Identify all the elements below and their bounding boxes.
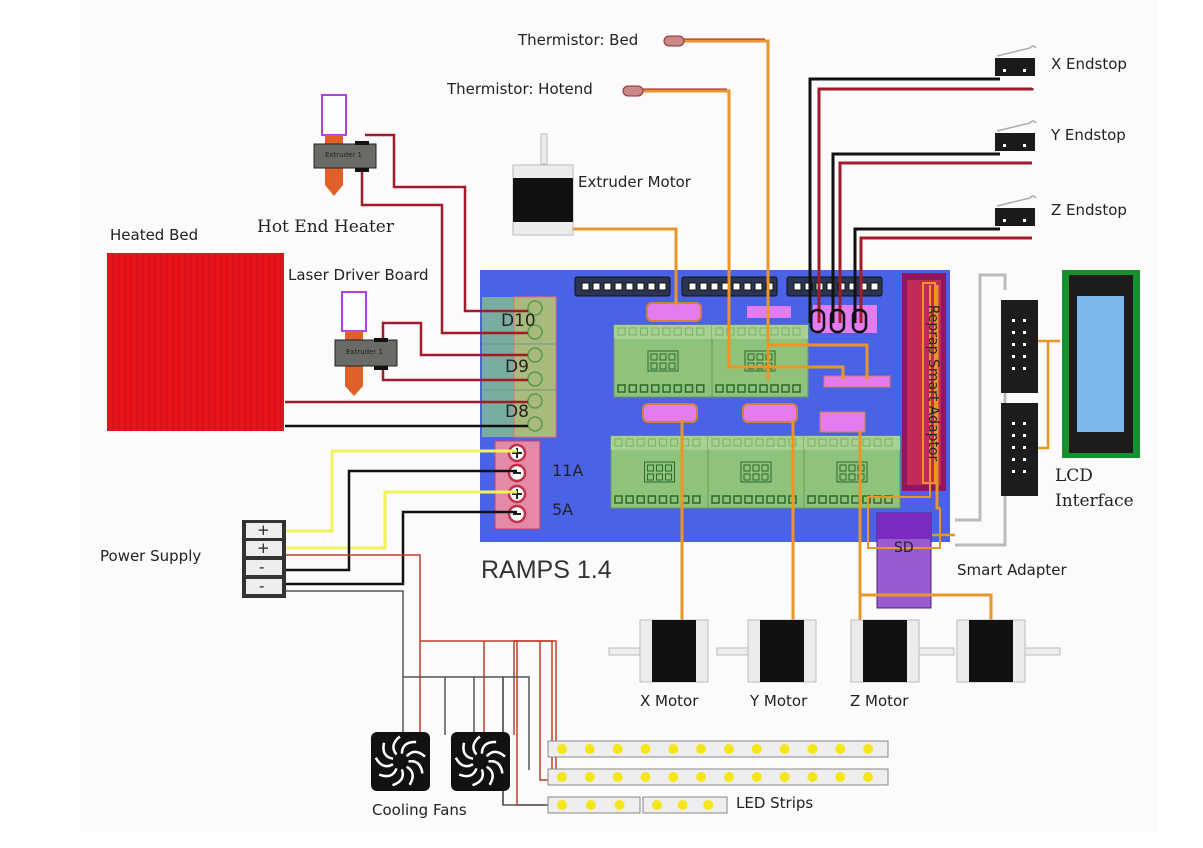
output-label-d9: D9	[505, 357, 529, 377]
led-strip	[547, 740, 889, 758]
power-input-label-5a: 5A	[552, 500, 574, 519]
led-strip	[547, 768, 889, 786]
power-input-label-11a: 11A	[552, 461, 584, 480]
label-laser-driver-board: Laser Driver Board	[288, 266, 429, 284]
board-title: RAMPS 1.4	[481, 556, 612, 584]
label-hot-end-heater: Hot End Heater	[257, 217, 394, 237]
label-reprap-smart-adaptor: Reprap Smart Adaptor	[925, 304, 941, 462]
power-input-terminal	[494, 440, 541, 530]
label-x-endstop: X Endstop	[1051, 55, 1127, 73]
label-z-motor: Z Motor	[850, 692, 909, 710]
label-power-supply: Power Supply	[100, 547, 202, 565]
label-y-motor: Y Motor	[750, 692, 808, 710]
label-lcd-interface-2: Interface	[1055, 491, 1134, 511]
ps-terminal-2: +	[257, 539, 270, 557]
output-terminal-block	[482, 296, 557, 438]
motor-headers	[642, 302, 798, 423]
power-supply	[242, 520, 286, 598]
extruder-motor	[512, 133, 574, 236]
label-heated-bed: Heated Bed	[110, 226, 199, 244]
lcd-display	[1062, 270, 1140, 458]
reprap-smart-adaptor	[902, 273, 946, 491]
endstop-plugs	[809, 308, 868, 334]
thermistor-hotend-probe	[622, 85, 644, 97]
hot-end-chip-label: Extruder 1	[325, 151, 362, 159]
ps-terminal-3: -	[259, 558, 265, 576]
label-smart-adapter: Smart Adapter	[957, 561, 1067, 579]
endstop-switch	[995, 58, 1035, 76]
output-label-d8: D8	[505, 402, 529, 422]
laser-module	[334, 291, 398, 396]
aux-header	[819, 411, 866, 433]
label-y-endstop: Y Endstop	[1051, 126, 1126, 144]
label-lcd-interface-1: LCD	[1055, 466, 1093, 486]
led-strips	[547, 740, 889, 814]
endstop-switch	[995, 208, 1035, 226]
ps-terminal-4: -	[259, 577, 265, 595]
endstop-switch	[995, 133, 1035, 151]
label-cooling-fans: Cooling Fans	[372, 801, 467, 819]
sd-card	[876, 512, 932, 609]
laser-chip-label: Extruder 1	[346, 348, 383, 356]
cooling-fans	[371, 732, 510, 791]
hot-end	[313, 94, 377, 196]
ps-terminal-1: +	[257, 521, 270, 539]
smart-adapter-connectors	[1001, 300, 1038, 496]
stepper-motors	[608, 619, 1061, 683]
label-z-endstop: Z Endstop	[1051, 201, 1127, 219]
label-x-motor: X Motor	[640, 692, 699, 710]
heated-bed	[107, 253, 284, 431]
label-extruder-motor: Extruder Motor	[578, 173, 691, 191]
label-thermistor-hotend: Thermistor: Hotend	[447, 80, 593, 98]
label-thermistor-bed: Thermistor: Bed	[518, 31, 639, 49]
output-label-d10: D10	[501, 311, 536, 331]
label-sd: SD	[894, 540, 914, 556]
endstop-switches	[995, 45, 1037, 226]
wires	[285, 38, 1060, 806]
label-led-strips: LED Strips	[736, 794, 814, 812]
thermistor-header	[823, 375, 891, 388]
thermistor-bed-probe	[663, 35, 685, 47]
